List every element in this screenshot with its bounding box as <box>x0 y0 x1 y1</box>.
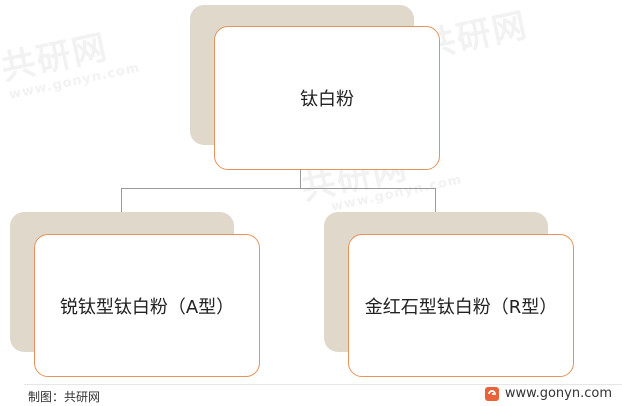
watermark-url: www.gonyn.com <box>7 60 142 103</box>
gonyn-logo-icon <box>484 386 499 401</box>
root-node-label: 钛白粉 <box>300 89 354 110</box>
child-node-rutile: 金红石型钛白粉（R型） <box>348 234 574 377</box>
connector-root-stem <box>300 169 301 189</box>
footer-credit: 制图：共研网 <box>28 390 101 404</box>
child-node-rutile-label: 金红石型钛白粉（R型） <box>364 296 558 318</box>
footer-website-text[interactable]: www.gonyn.com <box>504 386 612 401</box>
root-node: 钛白粉 <box>214 26 440 170</box>
connector-right-drop <box>435 188 436 212</box>
watermark-brand: 共研网 <box>0 27 112 89</box>
connector-left-drop <box>121 188 122 212</box>
watermark-url: www.gonyn.com <box>329 172 464 215</box>
footer-website: www.gonyn.com <box>484 386 612 401</box>
child-node-anatase-label: 锐钛型钛白粉（A型） <box>59 296 235 318</box>
connector-horizontal <box>121 188 436 189</box>
footer-divider <box>24 384 622 385</box>
child-node-anatase: 锐钛型钛白粉（A型） <box>34 234 260 377</box>
